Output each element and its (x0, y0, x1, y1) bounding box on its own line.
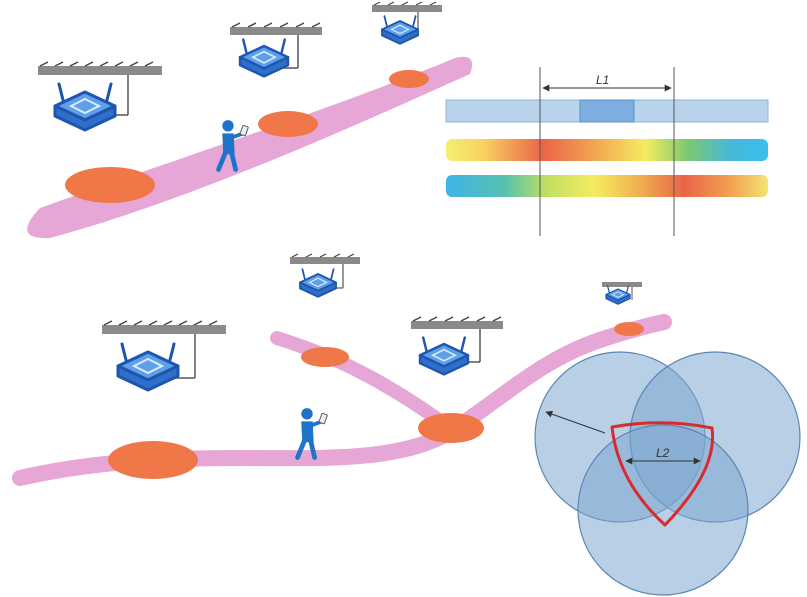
top-scene (27, 1, 473, 239)
router-icon (53, 82, 117, 132)
radius-arrow (545, 410, 606, 434)
l2-label: L2 (656, 446, 670, 460)
ceiling-mount-icon (102, 320, 226, 379)
signal-gradient-bar (446, 139, 768, 161)
ceiling-mount-icon (602, 282, 642, 300)
ceiling-mount-icon (411, 316, 503, 363)
hotspot (614, 322, 644, 336)
location-highlight (579, 99, 635, 123)
hotspot (301, 347, 349, 367)
router-icon (238, 38, 290, 78)
hotspot (65, 167, 155, 203)
hotspot (389, 70, 429, 88)
router-icon (116, 342, 180, 392)
router-icon (381, 15, 419, 45)
router-icon (605, 285, 631, 305)
intersection-region (610, 421, 715, 527)
router-icon (418, 336, 470, 376)
router-icon (299, 268, 337, 298)
hotspot (108, 441, 198, 479)
l1-label: L1 (596, 73, 609, 87)
ceiling-mount-icon (290, 253, 360, 289)
corridor-branch (270, 331, 457, 435)
hotspot (418, 413, 484, 443)
hotspot (258, 111, 318, 137)
trilateration: L2 (534, 351, 801, 596)
bottom-scene: L2 (12, 253, 801, 596)
ceiling-mount-icon (38, 61, 162, 116)
signal-bars: L1 (445, 67, 769, 236)
signal-gradient-bar (446, 175, 768, 197)
